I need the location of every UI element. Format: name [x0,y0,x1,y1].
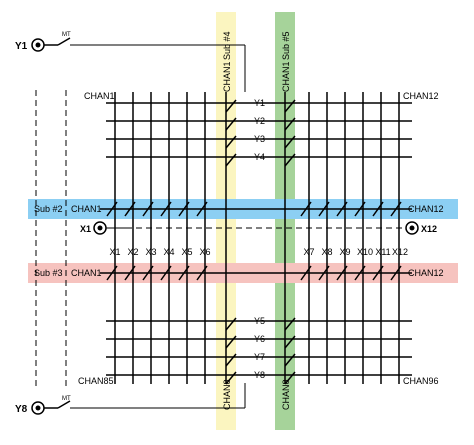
sub3-relay-switch[interactable] [390,265,402,281]
x1-terminal[interactable] [93,221,107,235]
corner-bottom-right: CHAN96 [403,376,439,386]
sub3-relay-switch[interactable] [354,265,366,281]
sub5-relay-switch[interactable] [284,353,296,367]
y-row-label: Y7 [254,352,265,362]
sub5-relay-switch[interactable] [284,135,296,149]
sub4-relay-switch[interactable] [225,117,237,131]
sub5-label: Sub #5 [281,31,291,60]
x-col-label: X9 [339,247,350,257]
x-col-label: X2 [127,247,138,257]
x-col-label: X10 [357,247,373,257]
sub4-relay-switch[interactable] [225,135,237,149]
sub5-relay-switch[interactable] [284,153,296,167]
sub2-relay-switch[interactable] [196,201,208,217]
sub2-relay-switch[interactable] [390,201,402,217]
sub5-relay-switch[interactable] [284,99,296,113]
sub3-left-chan: CHAN1 [71,268,102,278]
sub3-relay-switch[interactable] [178,265,190,281]
sub4-top-chan: CHAN1 [222,61,232,92]
sub5-top-chan: CHAN1 [281,61,291,92]
sub4-label: Sub #4 [222,31,232,60]
y1-label: Y1 [15,41,28,52]
sub5-relay-switch[interactable] [284,335,296,349]
sub2-relay-switch[interactable] [142,201,154,217]
x12-terminal[interactable] [405,221,419,235]
sub3-relay-switch[interactable] [124,265,136,281]
sub3-label: Sub #3 [34,268,63,278]
x-col-label: X11 [375,247,390,257]
sub2-relay-switch[interactable] [318,201,330,217]
corner-top-right: CHAN12 [403,91,439,101]
y-row-label: Y1 [254,98,265,108]
x-col-label: X8 [321,247,332,257]
x-col-label: X7 [303,247,314,257]
mt-bottom-switch[interactable] [57,400,71,409]
mt-bottom-label: MT [62,396,71,402]
sub3-relay-switch[interactable] [300,265,312,281]
x-col-label: X5 [181,247,192,257]
sub3-relay-switch[interactable] [372,265,384,281]
mt-top-label: MT [62,32,71,38]
sub2-relay-switch[interactable] [336,201,348,217]
sub2-relay-switch[interactable] [372,201,384,217]
matrix-grid [100,92,412,385]
x-col-label: X1 [109,247,120,257]
sub3-right-chan: CHAN12 [408,268,444,278]
sub4-relay-switch[interactable] [225,317,237,331]
sub3-relay-switch[interactable] [196,265,208,281]
x-col-label: X12 [392,247,408,257]
sub2-right-chan: CHAN12 [408,204,444,214]
sub2-relay-switch[interactable] [354,201,366,217]
sub2-relay-switch[interactable] [160,201,172,217]
sub3-relay-switch[interactable] [106,265,118,281]
x-col-label: X6 [199,247,210,257]
y-row-label: Y5 [254,316,265,326]
sub4-relay-switch[interactable] [225,371,237,385]
sub4-bottom-chan: CHAN8 [222,379,232,410]
sub5-relay-switch[interactable] [284,371,296,385]
sub5-relay-switch[interactable] [284,117,296,131]
y-row-label: Y6 [254,334,265,344]
sub2-relay-switch[interactable] [300,201,312,217]
sub2-relay-switch[interactable] [124,201,136,217]
x12-label: X12 [421,224,437,234]
sub2-relay-switch[interactable] [106,201,118,217]
sub5-relay-switch[interactable] [284,317,296,331]
y8-label: Y8 [15,404,28,415]
sub2-relay-switch[interactable] [178,201,190,217]
sub5-bottom-chan: CHAN8 [281,379,291,410]
corner-bottom-left: CHAN85 [78,376,114,386]
y-row-label: Y4 [254,152,265,162]
y8-terminal[interactable] [31,401,45,415]
x1-label: X1 [80,224,91,234]
y-row-label: Y2 [254,116,265,126]
y-row-label: Y8 [254,370,265,380]
sub2-left-chan: CHAN1 [71,204,102,214]
sub4-relay-switch[interactable] [225,335,237,349]
corner-top-left: CHAN1 [84,91,115,101]
sub4-relay-switch[interactable] [225,99,237,113]
mt-top-switch[interactable] [57,37,71,46]
sub3-relay-switch[interactable] [318,265,330,281]
x-col-label: X4 [163,247,174,257]
y1-terminal[interactable] [31,38,45,52]
sub3-relay-switch[interactable] [160,265,172,281]
sub3-relay-switch[interactable] [336,265,348,281]
sub2-label: Sub #2 [34,204,63,214]
y-row-label: Y3 [254,134,265,144]
sub3-relay-switch[interactable] [142,265,154,281]
sub4-relay-switch[interactable] [225,153,237,167]
sub4-relay-switch[interactable] [225,353,237,367]
x-col-label: X3 [145,247,156,257]
